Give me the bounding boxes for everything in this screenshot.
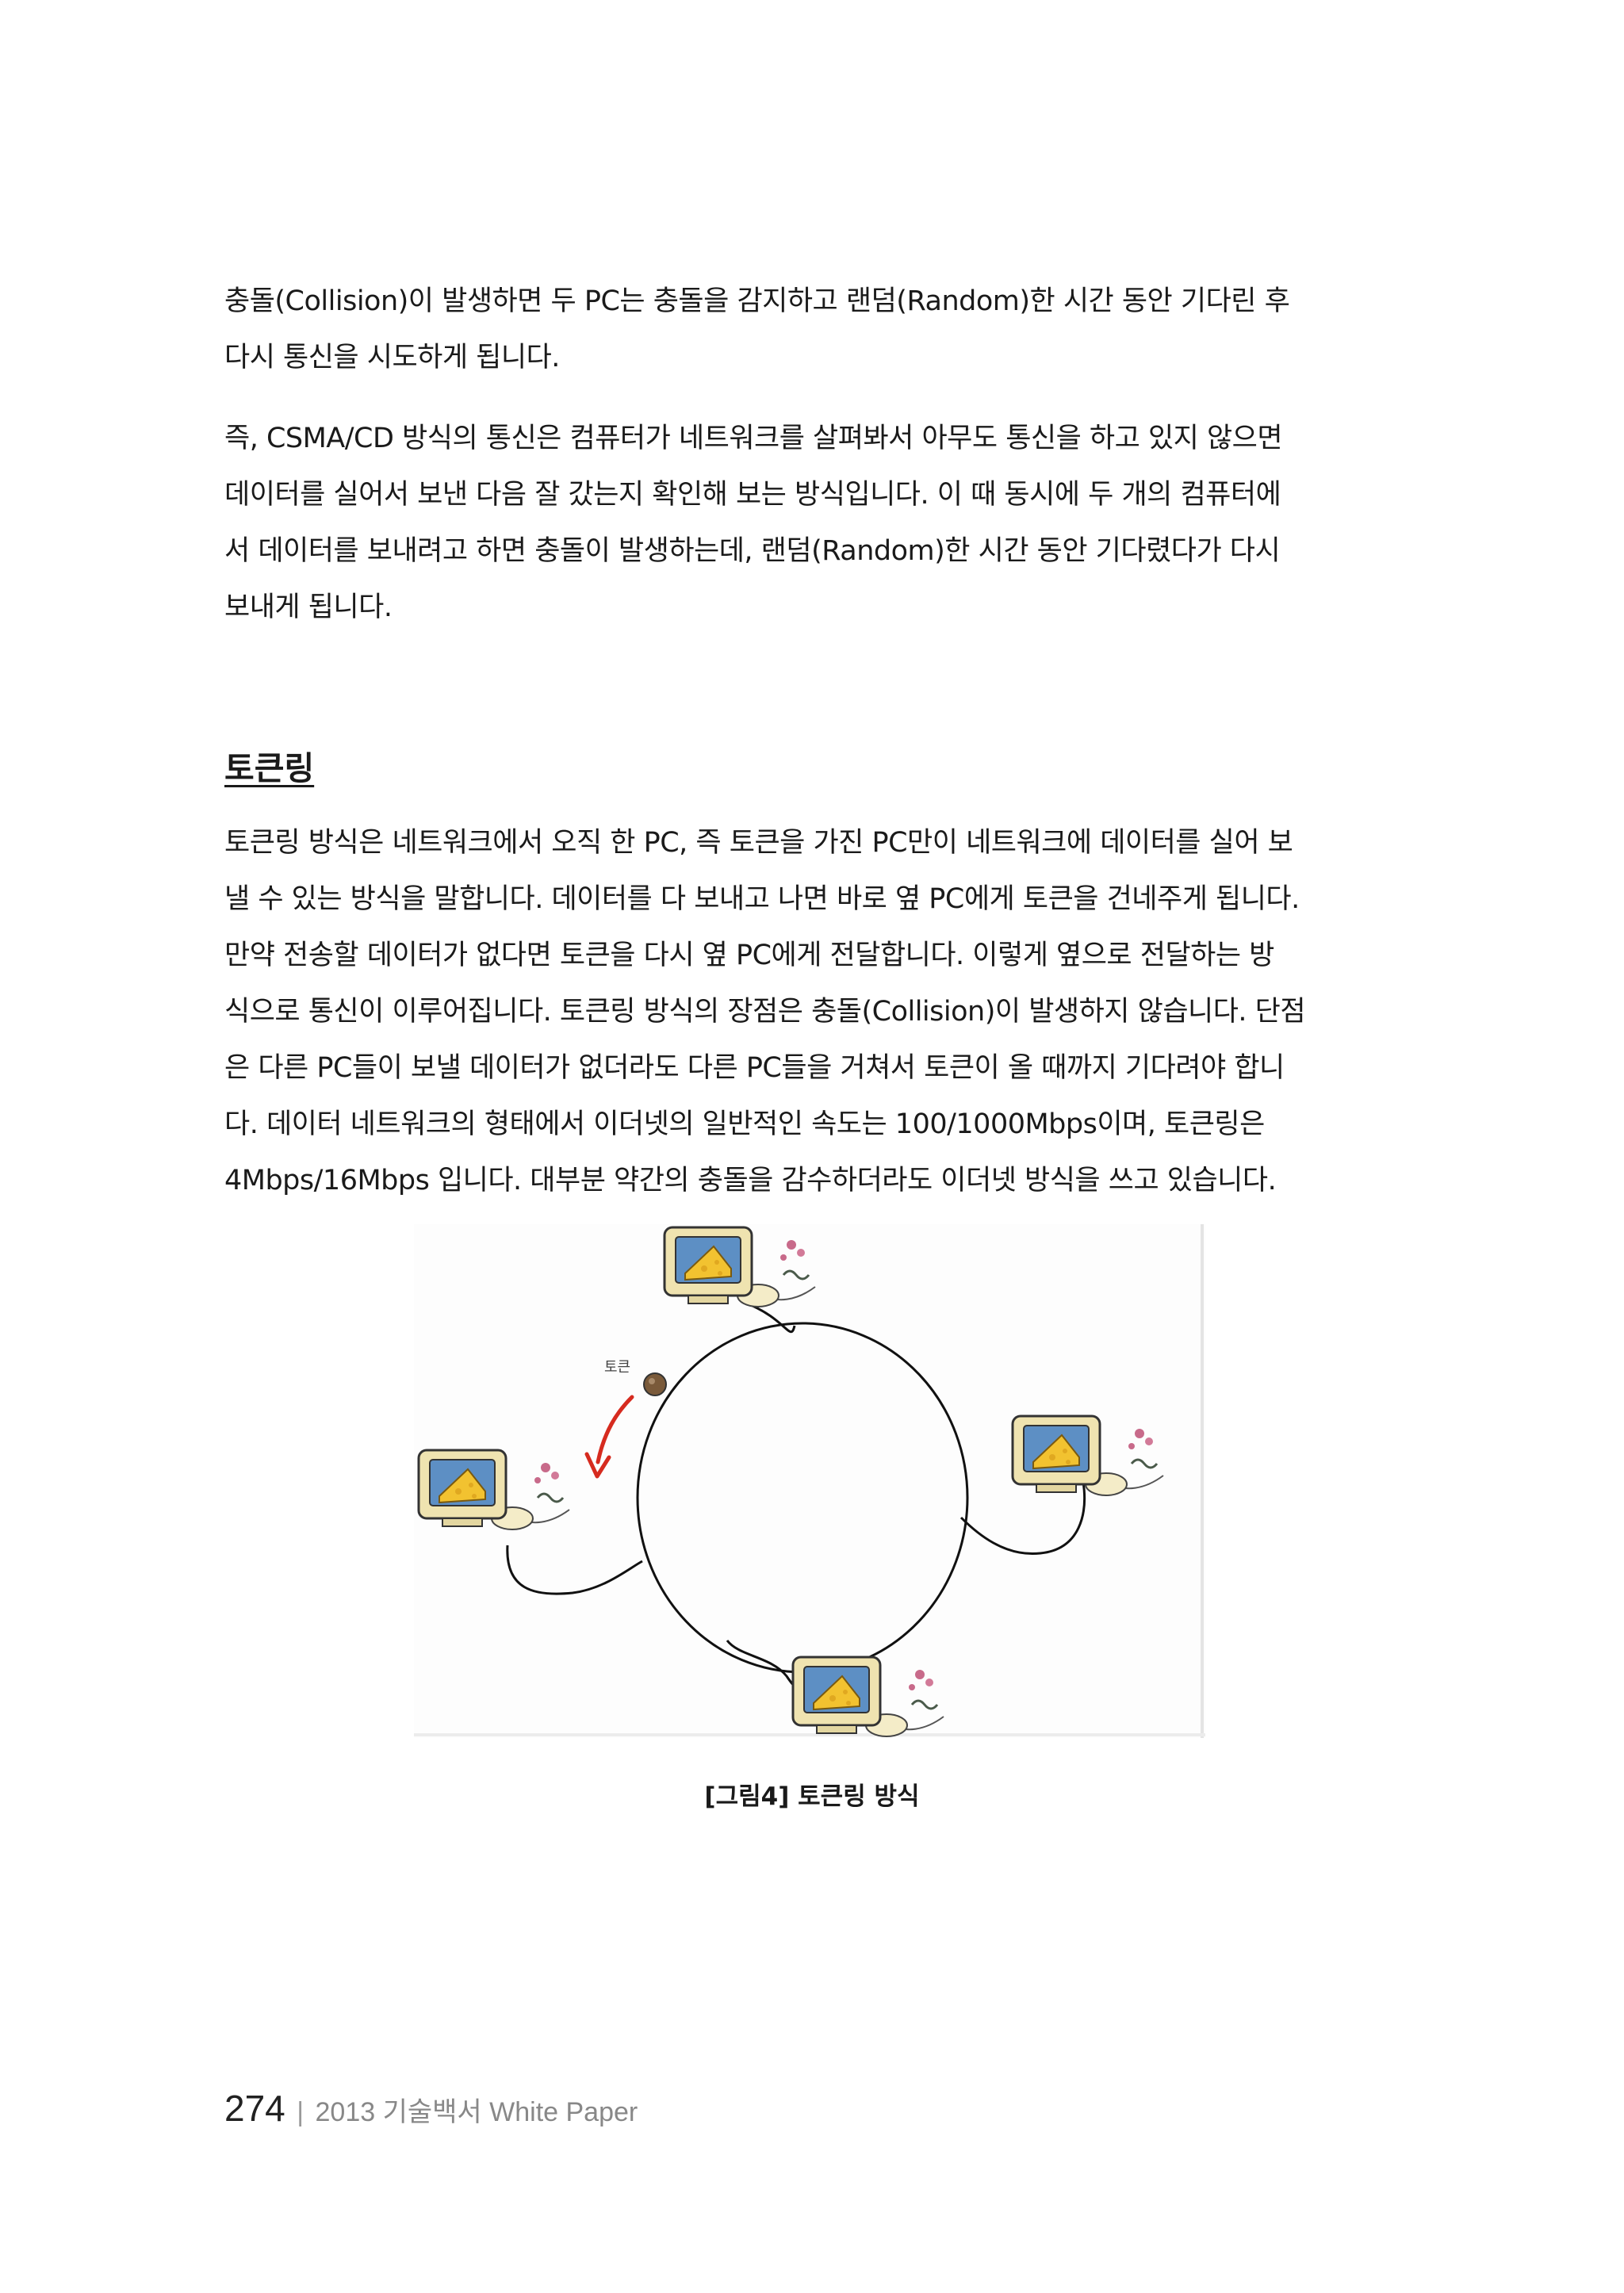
page-number: 274 xyxy=(224,2088,285,2129)
footer-title: 2013 기술백서 White Paper xyxy=(315,2097,638,2127)
text-line: 서 데이터를 보내려고 하면 충돌이 발생하는데, 랜덤(Random)한 시간… xyxy=(224,535,1281,567)
text-line: 만약 전송할 데이터가 없다면 토큰을 다시 옆 PC에게 전달합니다. 이렇게… xyxy=(224,940,1274,971)
token-icon xyxy=(643,1372,667,1396)
text-line: 충돌(Collision)이 발생하면 두 PC는 충돌을 감지하고 랜덤(Ra… xyxy=(224,285,1290,317)
cable-right xyxy=(959,1481,1086,1556)
text-line: 은 다른 PC들이 보낼 데이터가 없더라도 다른 PC들을 거쳐서 토큰이 올… xyxy=(224,1052,1285,1084)
text-line: 즉, CSMA/CD 방식의 통신은 컴퓨터가 네트워크를 살펴봐서 아무도 통… xyxy=(224,423,1283,454)
cable-left xyxy=(506,1545,643,1595)
text-line: 낼 수 있는 방식을 말합니다. 데이터를 다 보내고 나면 바로 옆 PC에게… xyxy=(224,883,1300,915)
figure-caption: [그림4] 토큰링 방식 xyxy=(704,1782,920,1811)
arrow-icon xyxy=(584,1395,634,1479)
page-footer: 274 | 2013 기술백서 White Paper xyxy=(224,2087,638,2130)
text-line: 4Mbps/16Mbps 입니다. 대부분 약간의 충돌을 감수하더라도 이더넷… xyxy=(224,1165,1277,1196)
text-line: 데이터를 실어서 보낸 다음 잘 갔는지 확인해 보는 방식입니다. 이 때 동… xyxy=(224,479,1281,511)
token-ring-diagram: 토큰 xyxy=(414,1224,1205,1738)
text-line: 다. 데이터 네트워크의 형태에서 이더넷의 일반적인 속도는 100/1000… xyxy=(224,1108,1265,1140)
text-line: 식으로 통신이 이루어집니다. 토큰링 방식의 장점은 충돌(Collision… xyxy=(224,996,1306,1028)
text-line: 다시 통신을 시도하게 됩니다. xyxy=(224,342,560,373)
cable-top xyxy=(746,1302,796,1334)
text-line: 보내게 됩니다. xyxy=(224,591,393,623)
token-ring-figure: 토큰 xyxy=(414,1224,1205,1738)
footer-separator: | xyxy=(297,2097,304,2127)
paragraph-collision: 충돌(Collision)이 발생하면 두 PC는 충돌을 감지하고 랜덤(Ra… xyxy=(224,274,1414,386)
paragraph-csma-cd: 즉, CSMA/CD 방식의 통신은 컴퓨터가 네트워크를 살펴봐서 아무도 통… xyxy=(224,411,1414,636)
text-line: 토큰링 방식은 네트워크에서 오직 한 PC, 즉 토큰을 가진 PC만이 네트… xyxy=(224,827,1293,859)
section-heading: 토큰링 xyxy=(224,749,315,787)
paragraph-token-ring: 토큰링 방식은 네트워크에서 오직 한 PC, 즉 토큰을 가진 PC만이 네트… xyxy=(224,815,1414,1209)
token-label: 토큰 xyxy=(604,1359,630,1376)
